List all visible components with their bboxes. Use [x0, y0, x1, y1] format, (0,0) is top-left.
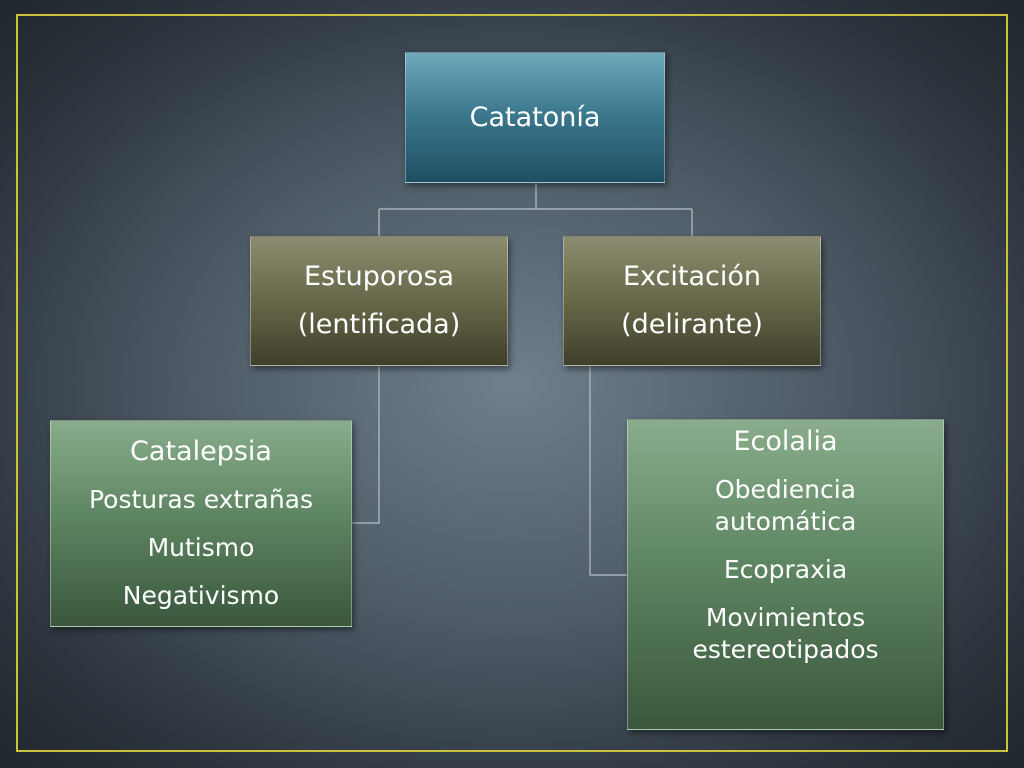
- symptom-list-excitacion: Ecolalia Obediencia automática Ecopraxia…: [627, 419, 944, 730]
- symptom-item: Ecolalia: [733, 426, 838, 457]
- connector-root-to-branches: [378, 183, 693, 236]
- connector-right-branch-to-list: [589, 366, 627, 576]
- symptom-item: Catalepsia: [130, 435, 272, 467]
- symptom-item: Obediencia automática: [714, 475, 857, 536]
- symptom-item: Ecopraxia: [723, 555, 848, 584]
- symptom-item: Posturas extrañas: [88, 484, 314, 514]
- branch-label-line: (delirante): [621, 309, 763, 340]
- branch-label-line: Excitación: [622, 261, 762, 292]
- branch-label-line: Estuporosa: [303, 261, 455, 292]
- root-label: Catatonía: [469, 102, 601, 133]
- root-node-catatonia: Catatonía: [405, 52, 665, 183]
- connector-left-branch-to-list: [352, 366, 380, 524]
- branch-node-estuporosa: Estuporosa (lentificada): [250, 236, 508, 366]
- branch-node-excitacion: Excitación (delirante): [563, 236, 821, 366]
- branch-label-line: (lentificada): [297, 309, 461, 340]
- symptom-item: Mutismo: [147, 532, 255, 562]
- symptom-item: Negativismo: [122, 580, 280, 610]
- symptom-item: Movimientos estereotipados: [692, 603, 879, 664]
- symptom-list-estuporosa: Catalepsia Posturas extrañas Mutismo Neg…: [50, 420, 352, 627]
- slide-border: [16, 14, 1008, 752]
